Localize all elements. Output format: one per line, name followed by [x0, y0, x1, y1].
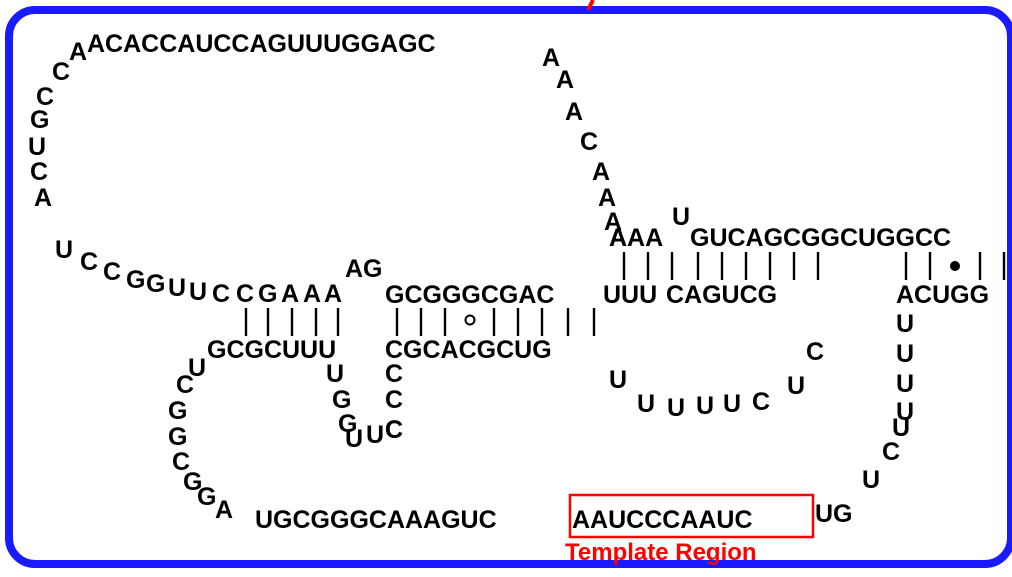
nucleotide: A [281, 280, 299, 308]
nucleotide: U [896, 398, 914, 426]
nucleotide: C [172, 448, 190, 476]
nucleotide: C [212, 280, 230, 308]
nucleotide: C [385, 416, 403, 444]
nucleotide: U [896, 310, 914, 338]
nucleotide: C [385, 360, 403, 388]
nucleotide: C [36, 83, 54, 111]
nucleotide: C [103, 258, 121, 286]
nucleotide: C [882, 438, 900, 466]
nucleotide: C [236, 280, 254, 308]
nucleotide: U [637, 390, 655, 418]
nucleotide: A [556, 66, 574, 94]
nucleotide: A [565, 98, 583, 126]
nucleotide: U [696, 392, 714, 420]
strand-cagucg: CAGUCG [666, 281, 777, 309]
nucleotide: G [30, 106, 49, 134]
nucleotide: U [862, 466, 880, 494]
strand-loop-ccc: CCC [385, 360, 403, 444]
nucleotide: U [723, 390, 741, 418]
diagram-frame [5, 6, 1012, 568]
nucleotide: G [338, 410, 357, 438]
nucleotide: G [332, 386, 351, 414]
nucleotide: U [326, 360, 344, 388]
strand-right-helix-top: GUCAGCGGCUGGCC [690, 224, 951, 252]
nucleotide: C [580, 128, 598, 156]
template-region-label: Template Region [565, 539, 757, 566]
nucleotide: C [52, 58, 70, 86]
strand-ug: UG [815, 500, 853, 528]
strand-template: AAUCCCAAUC [572, 506, 753, 534]
gu-wobble-filled-dot [950, 261, 960, 271]
strand-uuu: UUU [603, 281, 657, 309]
nucleotide: U [55, 236, 73, 264]
nucleotide: A [215, 496, 233, 524]
gu-wobble-open-dot [464, 314, 476, 326]
nucleotide: C [385, 416, 403, 444]
nucleotide: U [168, 274, 186, 302]
nucleotide: G [258, 280, 277, 308]
strand-bottom-row: UGCGGGCAAAGUC [255, 506, 497, 534]
base-pair-bonds [244, 252, 1006, 336]
nucleotide: G [183, 468, 202, 496]
nucleotide: C [385, 386, 403, 414]
nucleotide: A [598, 184, 616, 212]
nucleotide: C [80, 248, 98, 276]
nucleotide: A [592, 158, 610, 186]
nucleotide: A [34, 184, 52, 212]
nucleotide: U [896, 370, 914, 398]
nucleotide: G [168, 397, 187, 425]
nucleotide: U [896, 340, 914, 368]
nucleotide: U [189, 278, 207, 306]
strand-middle-helix-bottom: CGCACGCUG [385, 336, 552, 364]
top-red-mark [586, 0, 595, 11]
nucleotide: A [609, 224, 627, 252]
nucleotide: U [667, 394, 685, 422]
nucleotide: U [345, 425, 363, 453]
nucleotide: A [69, 38, 87, 66]
nucleotide: A [604, 208, 622, 236]
nucleotide: U [366, 421, 384, 449]
nucleotide: C [806, 338, 824, 366]
nucleotide: U [188, 354, 206, 382]
nucleotide: G [197, 483, 216, 511]
strand-top-arc: ACACCAUCCAGUUUGGAGC [87, 30, 436, 58]
nucleotide: U [609, 366, 627, 394]
nucleotide: U [892, 414, 910, 442]
nucleotide: A [324, 280, 342, 308]
nucleotide: C [30, 158, 48, 186]
strand-aaa: AAA [609, 224, 663, 252]
nucleotide: A [303, 280, 321, 308]
nucleotide: U [28, 133, 46, 161]
template-region-box [568, 493, 815, 539]
strand-middle-helix-top: GCGGGCGAC [385, 281, 554, 309]
nucleotide: U [787, 372, 805, 400]
nucleotide: C [176, 371, 194, 399]
nucleotide: G [126, 266, 145, 294]
nucleotide: C [752, 388, 770, 416]
nucleotide: A [542, 44, 560, 72]
strand-u-bulge: U [672, 203, 690, 231]
strand-ag-bulge: AG [345, 255, 383, 283]
nucleotide: G [168, 423, 187, 451]
strand-acugg: ACUGG [896, 281, 989, 309]
strand-gcgcuuu: GCGCUUU [207, 336, 336, 364]
nucleotide: G [146, 270, 165, 298]
